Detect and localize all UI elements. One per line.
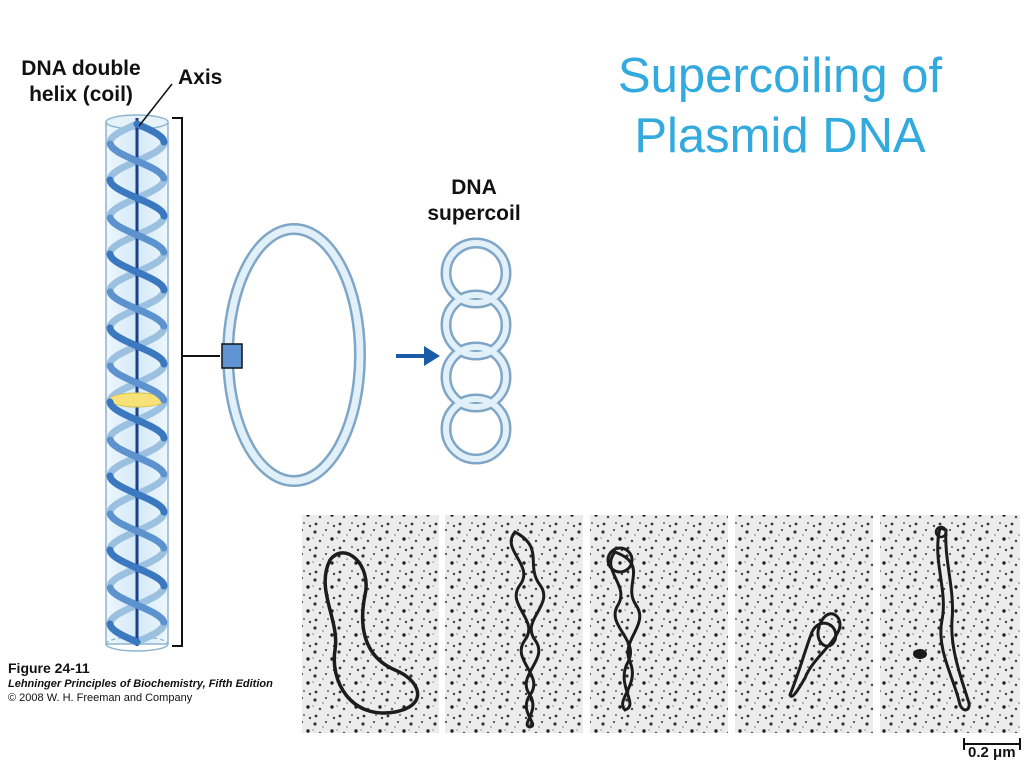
micrograph-panel-2 [445,515,583,733]
scale-bar [963,738,1021,750]
helix-bracket [172,117,183,647]
micrograph-panel-1 [302,515,439,733]
micrograph-panel-5 [880,515,1020,733]
axis-label: Axis [178,66,223,89]
micrograph-panel-4 [735,515,873,733]
dna-double-helix-label: DNA double helix (coil) [8,56,154,108]
figure-caption: Figure 24-11 Lehninger Principles of Bio… [8,660,273,705]
dna-double-helix [105,114,169,652]
dna-supercoil-label: DNA supercoil [414,175,534,227]
micrograph-strip [302,515,1020,733]
copyright-line: © 2008 W. H. Freeman and Company [8,692,193,704]
title-line-2: Plasmid DNA [634,109,926,163]
book-title: Lehninger Principles of Biochemistry, Fi… [8,678,273,690]
helix-label-line-1: DNA double [21,57,141,80]
supercoil-label-line-1: DNA [451,176,497,199]
figure-number: Figure 24-11 [8,660,90,676]
title-line-1: Supercoiling of [617,49,943,103]
slide-title: Supercoiling of Plasmid DNA [560,46,1000,166]
dna-supercoil [440,237,512,465]
helix-strand-a [106,120,168,646]
helix-label-line-2: helix (coil) [29,83,133,106]
right-arrow-icon [396,346,440,366]
helix-strand-b [106,140,168,626]
scale-bar-label: 0.2 μm [968,744,1016,761]
zoom-box [221,343,243,369]
micrograph-panel-3 [590,515,728,733]
cylinder-bottom [105,643,169,652]
relaxed-plasmid-ring [221,223,366,487]
axis-pointer-line [138,83,173,127]
supercoil-label-line-2: supercoil [427,202,521,225]
